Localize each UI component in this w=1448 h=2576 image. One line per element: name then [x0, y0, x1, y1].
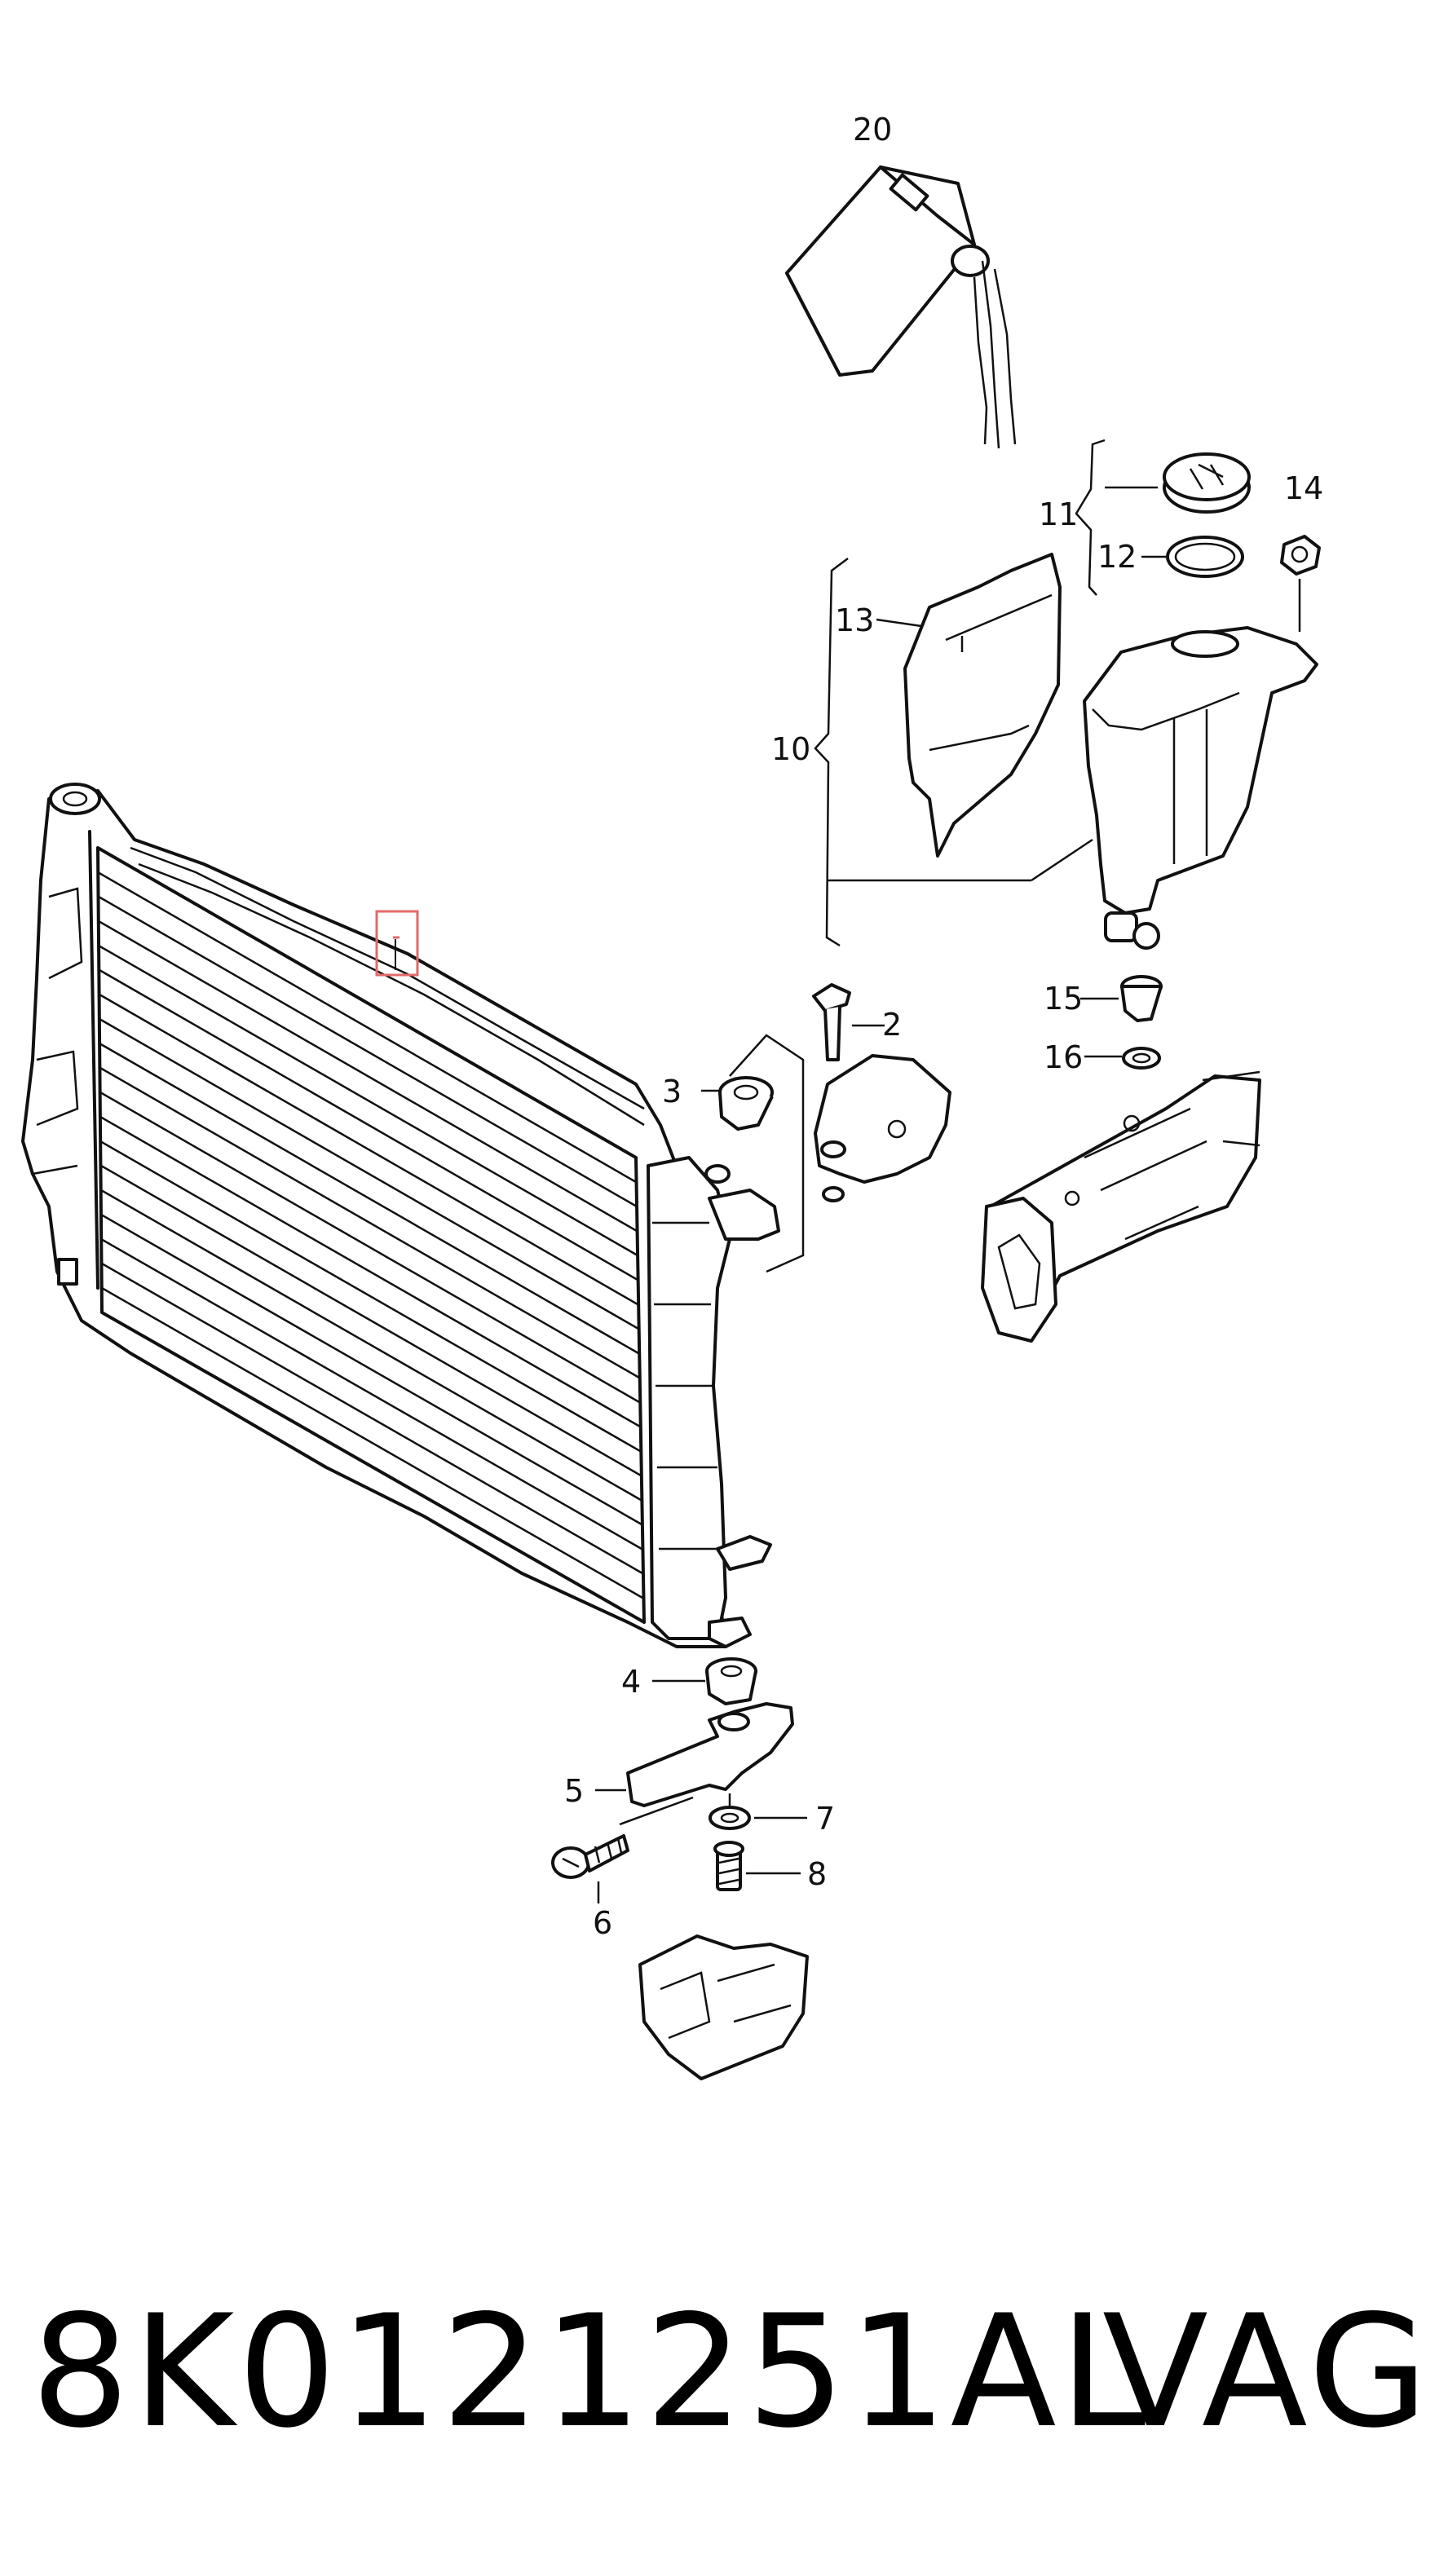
label-3: 3	[662, 1074, 682, 1109]
footer: 8K0121251AL VAG	[0, 2250, 1448, 2494]
o-ring	[1166, 536, 1244, 578]
bolt	[551, 1834, 629, 1903]
label-8: 8	[807, 1856, 827, 1892]
label-5: 5	[564, 1773, 584, 1809]
mounting-bracket	[595, 1702, 794, 1826]
parts-diagram: 20 11 12 14 13 10	[21, 112, 1323, 2080]
label-6: 6	[593, 1905, 612, 1941]
connector-part	[1080, 975, 1163, 1022]
radiator	[21, 783, 780, 1648]
expansion-tank-cap	[1163, 452, 1251, 514]
label-11: 11	[1039, 496, 1078, 532]
label-15: 15	[1044, 981, 1083, 1017]
body-panel	[981, 1070, 1261, 1343]
highlight-marker	[375, 910, 419, 977]
label-4: 4	[621, 1664, 641, 1700]
label-16: 16	[1044, 1039, 1083, 1075]
expansion-tank	[1083, 626, 1318, 950]
bracket-with-bolt	[812, 983, 951, 1202]
label-20: 20	[853, 112, 892, 148]
rubber-bush	[652, 1657, 757, 1705]
rubber-mount	[701, 1034, 805, 1273]
washer	[709, 1793, 807, 1830]
seal	[1084, 1047, 1161, 1070]
brand-name: VAG	[1102, 2282, 1432, 2462]
label-10: 10	[771, 731, 810, 767]
lower-body-section	[638, 1934, 809, 2080]
heat-shield	[903, 553, 1062, 858]
screw	[713, 1841, 801, 1891]
coolant-canister	[785, 165, 1017, 449]
label-2: 2	[882, 1007, 902, 1043]
radiator-fins	[97, 871, 643, 1599]
label-14: 14	[1284, 470, 1323, 506]
label-7: 7	[815, 1801, 835, 1837]
label-13: 13	[835, 602, 874, 638]
nut	[1280, 535, 1321, 632]
label-12: 12	[1097, 539, 1137, 575]
part-number: 8K0121251AL	[31, 2282, 1150, 2462]
